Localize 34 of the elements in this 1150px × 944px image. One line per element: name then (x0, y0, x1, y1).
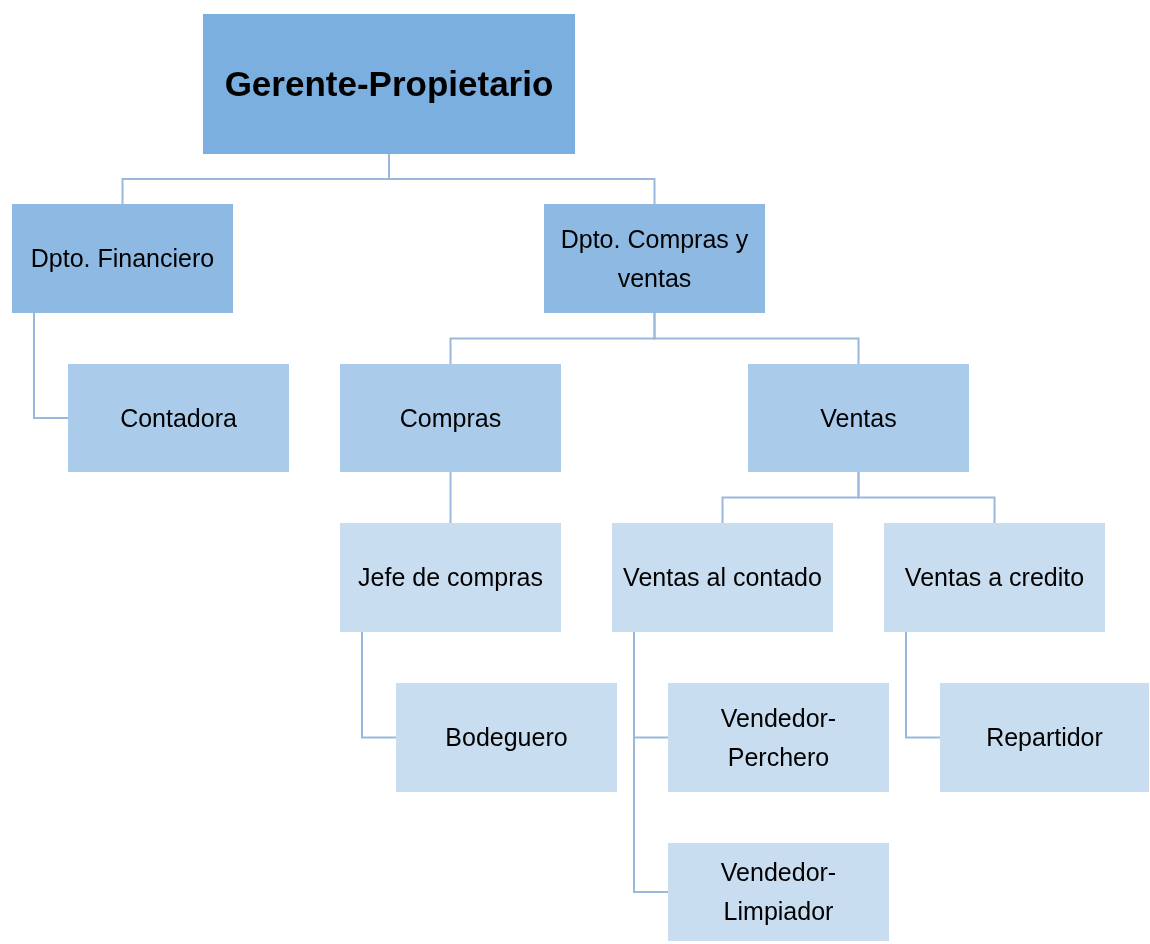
box-label: Ventas (820, 402, 897, 434)
box-label: Dpto. Financiero (30, 243, 215, 275)
box-label: Bodeguero (445, 722, 568, 754)
org-box (884, 523, 1105, 632)
box-label: Contadora (120, 402, 237, 434)
connector-line (857, 471, 996, 524)
org-box (340, 364, 561, 472)
connector-line (361, 631, 397, 739)
connector-line (905, 631, 941, 739)
box-label: Vendedor-Perchero (719, 702, 838, 773)
box-label: Ventas a credito (904, 562, 1085, 594)
org-box (940, 683, 1149, 792)
connector-line (388, 153, 656, 205)
box-label: Dpto. Compras y ventas (559, 223, 750, 294)
connector-line (33, 312, 69, 419)
org-box (668, 683, 889, 792)
box-label: Vendedor-Limpiador (719, 857, 838, 927)
org-box (203, 14, 575, 154)
org-box (12, 204, 233, 313)
box-label: Repartidor (986, 722, 1103, 754)
box-label: Ventas al contado (623, 562, 822, 594)
org-box (340, 523, 561, 632)
connector-line (633, 631, 669, 893)
connector-line (653, 312, 860, 365)
box-label: Compras (399, 402, 502, 434)
box-label: Jefe de compras (358, 562, 543, 594)
org-box (612, 523, 833, 632)
connector-line (449, 471, 452, 524)
org-box (668, 843, 889, 941)
org-box (544, 204, 765, 313)
box-label: Gerente-Propietario (224, 62, 554, 105)
org-box (396, 683, 617, 792)
org-box (748, 364, 969, 472)
org-box (68, 364, 289, 472)
